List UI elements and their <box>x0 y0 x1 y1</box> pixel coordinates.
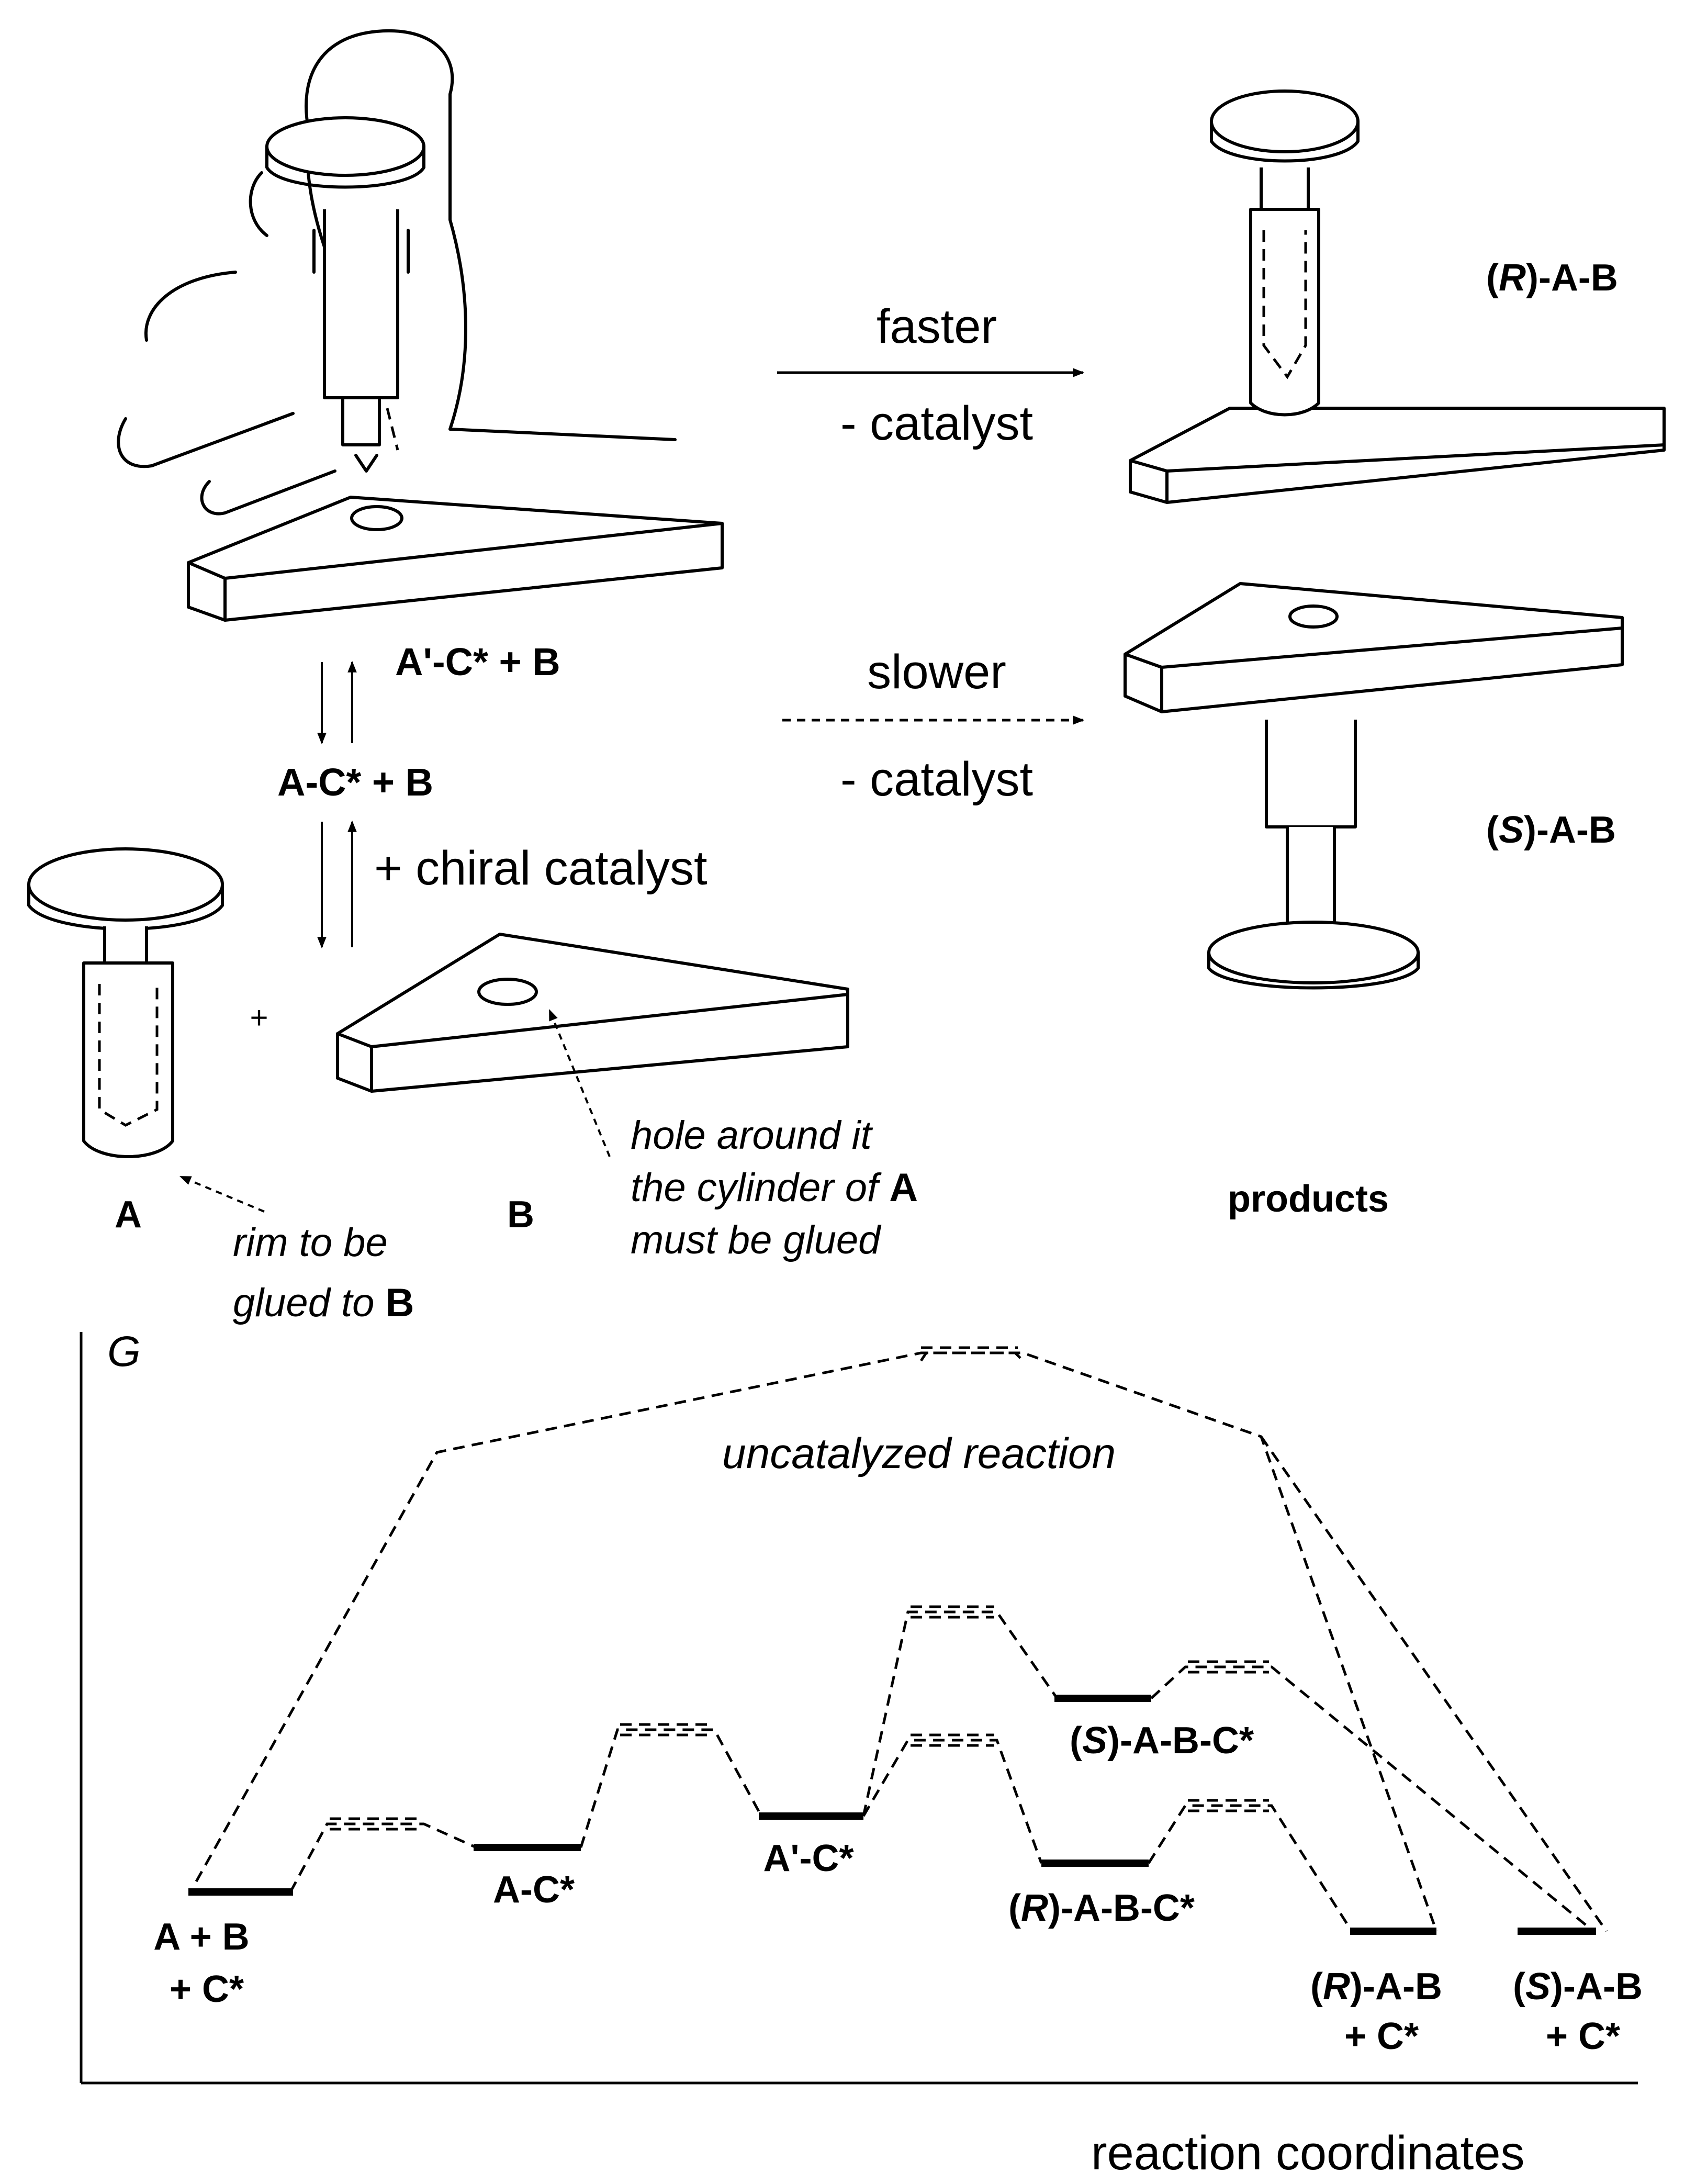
rim-pointer-arrow <box>179 1175 265 1213</box>
hole-pointer-arrow <box>548 1009 611 1157</box>
x-axis-label: reaction coordinates <box>1091 2126 1525 2180</box>
a-c-b-label: A-C* + B <box>277 760 433 804</box>
state-ab-c: A + B + C* <box>153 1916 260 2010</box>
product-r-illustration <box>1129 89 1666 504</box>
s-ab-label: (S)-A-B <box>1486 809 1616 851</box>
r-ab-label: (R)-A-B <box>1486 257 1618 299</box>
label-b: B <box>507 1194 534 1236</box>
hole-note: hole around it the cylinder of A must be… <box>631 1113 929 1262</box>
state-ac: A-C* <box>493 1869 575 1911</box>
y-axis-label: G <box>107 1328 141 1375</box>
hand-with-syringe-illustration <box>117 29 724 622</box>
state-apc: A'-C* <box>763 1838 853 1879</box>
reactant-b-illustration <box>336 933 849 1093</box>
rim-note: rim to be glued to B <box>233 1220 414 1325</box>
transition-states <box>330 1605 1269 1831</box>
uncatalyzed-label: uncatalyzed reaction <box>722 1430 1116 1477</box>
a-prime-c-b-label: A'-C* + B <box>395 640 560 684</box>
slower-label: slower <box>867 645 1006 699</box>
catalyst-label-1: - catalyst <box>840 397 1033 450</box>
label-a: A <box>115 1194 142 1236</box>
energy-diagram: G reaction coordinates uncatalyzed react… <box>80 1328 1653 2180</box>
chiral-catalyst-label: + chiral catalyst <box>374 842 707 895</box>
product-s-illustration <box>1124 582 1624 990</box>
reactant-a-illustration <box>27 847 224 1158</box>
state-r-abc: (R)-A-B-C* <box>1008 1887 1195 1929</box>
state-s-ab-c: (S)-A-B + C* <box>1513 1966 1653 2057</box>
faster-label: faster <box>877 300 997 353</box>
state-s-abc: (S)-A-B-C* <box>1070 1720 1254 1762</box>
products-label: products <box>1228 1178 1389 1220</box>
plus-sign: + <box>250 1000 268 1035</box>
catalyst-label-2: - catalyst <box>840 753 1033 806</box>
state-r-ab-c: (R)-A-B + C* <box>1310 1966 1453 2057</box>
